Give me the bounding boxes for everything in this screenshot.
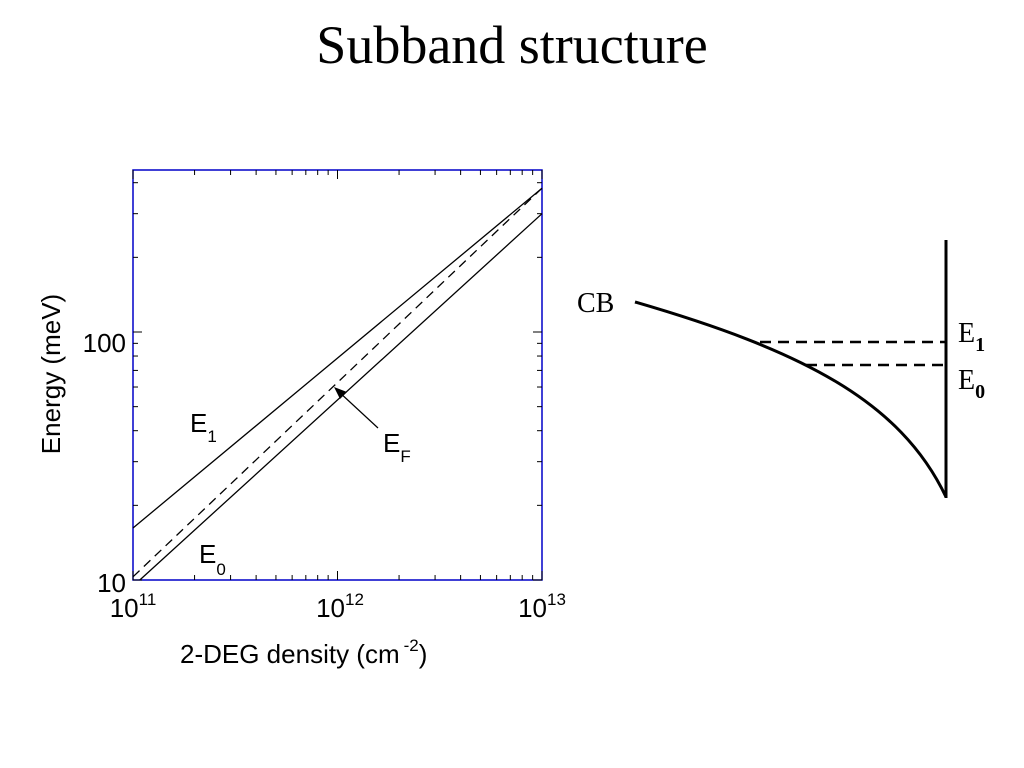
x-tick-base: 10 (110, 593, 139, 623)
conduction-band-curve (634, 300, 948, 498)
y-tick-label-100: 100 (83, 328, 126, 358)
level-label-sub: 1 (975, 334, 985, 356)
annotation-base: E (199, 539, 216, 569)
annotation-base: E (190, 408, 207, 438)
x-tick-label-1e11: 1011 (110, 590, 157, 623)
annotation-sub: 0 (216, 560, 225, 579)
x-tick-exp: 12 (345, 590, 364, 609)
level-label-base: E (958, 365, 975, 396)
plot-frame (132, 169, 543, 581)
level-label-sub: 0 (975, 381, 985, 403)
ef-arrow-shaft (337, 390, 379, 429)
annotation-sub: F (400, 447, 410, 466)
y-axis-label: Energy (meV) (36, 294, 66, 454)
annotation-sub: 1 (207, 427, 216, 446)
annotation-base: E (383, 428, 400, 458)
band-diagram: CB E1 E0 (577, 240, 985, 498)
x-axis-label-end: ) (419, 639, 428, 669)
series-line-e1 (132, 187, 543, 529)
x-tick-label-1e12: 1012 (316, 590, 364, 623)
ef-arrow-head (334, 387, 347, 399)
series-layer (132, 187, 543, 581)
x-tick-base: 10 (518, 593, 547, 623)
x-axis-label-text: 2-DEG density (cm (180, 639, 400, 669)
level-label-base: E (958, 318, 975, 349)
x-tick-exp: 11 (139, 590, 157, 609)
x-tick-base: 10 (316, 593, 345, 623)
x-axis-label-exp: -2 (404, 636, 419, 655)
cb-label: CB (577, 288, 614, 319)
x-axis-label: 2-DEG density (cm-2) (180, 636, 427, 669)
x-tick-exp: 13 (547, 590, 566, 609)
annotation-e0: E0 (199, 539, 226, 579)
y-tick-label-10: 10 (97, 568, 126, 598)
annotation-ef: EF (383, 428, 411, 466)
level-label-e0: E0 (958, 365, 985, 403)
series-line-ef (132, 187, 543, 578)
x-tick-label-1e13: 1013 (518, 590, 566, 623)
slide-title: Subband structure (316, 15, 708, 75)
level-label-e1: E1 (958, 318, 985, 356)
tick-marks (132, 170, 543, 581)
energy-density-chart: 100 10 1011 1012 1013 2-DEG density (cm-… (36, 169, 566, 669)
annotation-e1: E1 (190, 408, 217, 446)
